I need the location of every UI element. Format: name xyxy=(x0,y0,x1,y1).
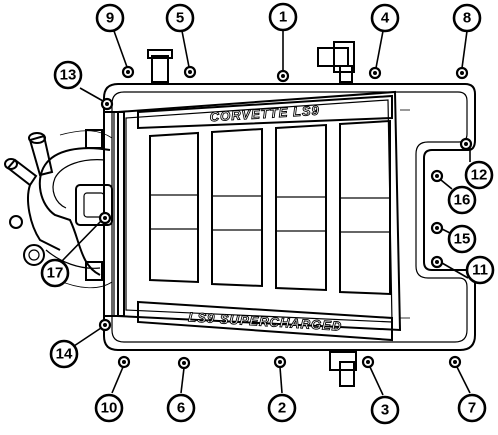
callout-10: 10 xyxy=(94,393,124,423)
callout-12: 12 xyxy=(464,160,494,190)
callout-2: 2 xyxy=(267,393,297,423)
bolt-15 xyxy=(430,221,444,235)
bolt-6 xyxy=(177,356,191,370)
bolt-9 xyxy=(121,65,135,79)
bolt-13 xyxy=(100,97,114,111)
bolt-4 xyxy=(368,66,382,80)
svg-text:5: 5 xyxy=(176,10,184,27)
callout-9: 9 xyxy=(95,3,125,33)
svg-text:14: 14 xyxy=(56,346,73,363)
bolt-5 xyxy=(183,65,197,79)
bolt-12 xyxy=(459,137,473,151)
callout-11: 11 xyxy=(465,255,495,285)
svg-text:1: 1 xyxy=(279,9,287,26)
bolt-8 xyxy=(455,66,469,80)
callout-15: 15 xyxy=(447,224,477,254)
callout-1: 1 xyxy=(268,2,298,32)
callout-5: 5 xyxy=(165,3,195,33)
leader-lines xyxy=(61,30,471,396)
svg-text:15: 15 xyxy=(454,231,471,248)
svg-text:4: 4 xyxy=(381,10,390,27)
callout-7: 7 xyxy=(457,393,487,423)
bolt-1 xyxy=(276,69,290,83)
svg-text:3: 3 xyxy=(381,402,389,419)
bolt-17 xyxy=(98,211,112,225)
svg-text:2: 2 xyxy=(278,400,286,417)
callouts: 1 2 3 4 5 6 7 8 9 10 11 12 13 14 15 16 1… xyxy=(40,2,495,425)
bolt-3 xyxy=(361,355,375,369)
callout-6: 6 xyxy=(166,393,196,423)
svg-text:13: 13 xyxy=(60,67,77,84)
callout-3: 3 xyxy=(370,395,400,425)
bolt-7 xyxy=(448,355,462,369)
svg-text:9: 9 xyxy=(106,10,114,27)
supercharger-housing xyxy=(103,41,476,387)
callout-4: 4 xyxy=(370,3,400,33)
bolt-16 xyxy=(430,169,444,183)
bolt-14 xyxy=(98,318,112,332)
bolt-11 xyxy=(430,255,444,269)
svg-text:10: 10 xyxy=(101,400,118,417)
svg-text:16: 16 xyxy=(454,192,471,209)
svg-text:17: 17 xyxy=(47,265,64,282)
callout-13: 13 xyxy=(53,60,83,90)
svg-text:8: 8 xyxy=(463,10,471,27)
callout-8: 8 xyxy=(452,3,482,33)
bolt-10 xyxy=(117,355,131,369)
callout-17: 17 xyxy=(40,258,70,288)
top-plate-text: CORVETTE LS9 xyxy=(209,103,320,125)
svg-text:7: 7 xyxy=(468,400,476,417)
bolt-2 xyxy=(273,355,287,369)
svg-text:6: 6 xyxy=(177,400,185,417)
callout-16: 16 xyxy=(447,185,477,215)
bolts xyxy=(98,65,473,370)
plenum-windows xyxy=(149,119,391,296)
svg-text:11: 11 xyxy=(472,262,488,279)
svg-text:12: 12 xyxy=(471,167,488,184)
callout-14: 14 xyxy=(49,339,79,369)
